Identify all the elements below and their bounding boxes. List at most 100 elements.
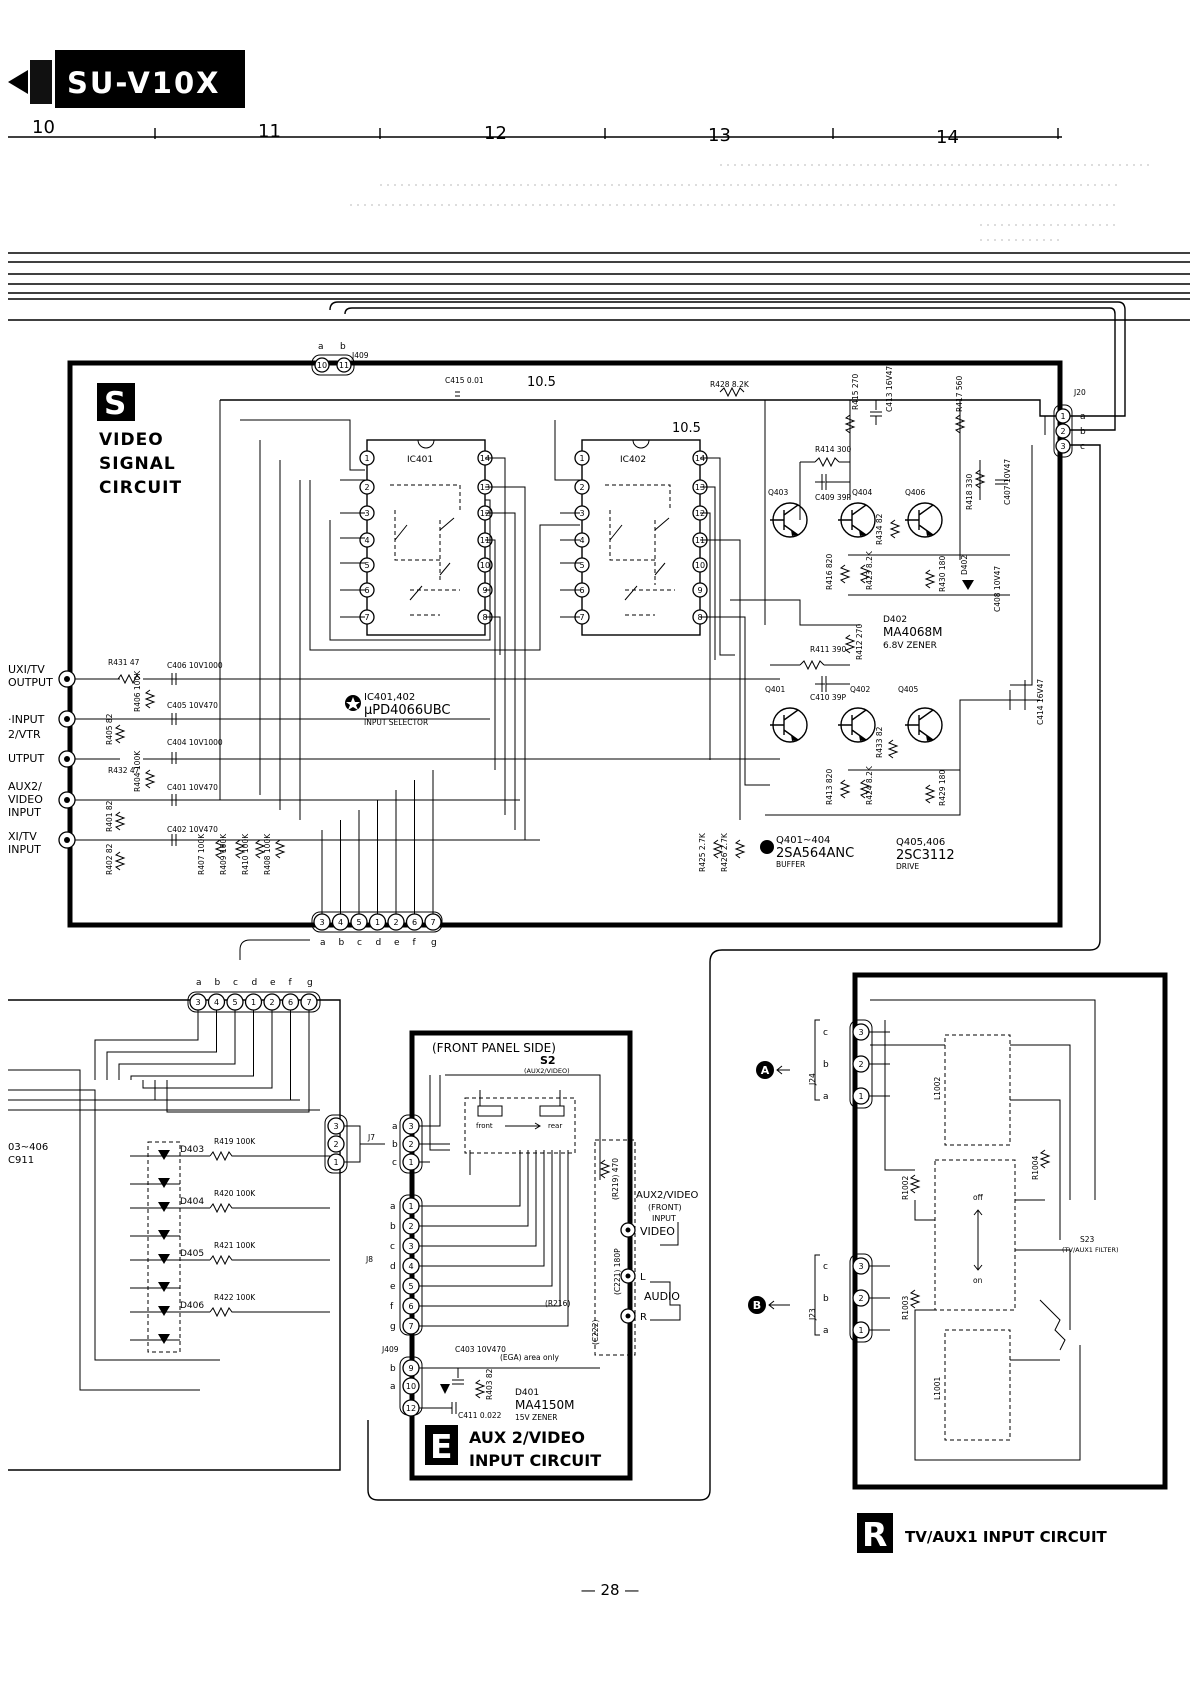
section-r-letter: R <box>862 1515 887 1554</box>
svg-text:b: b <box>339 938 345 948</box>
svg-text:A: A <box>761 1064 770 1077</box>
svg-text:2: 2 <box>858 1060 863 1069</box>
r415-label: R415 270 <box>851 374 860 410</box>
svg-text:R: R <box>640 1312 647 1323</box>
r405-label: R405 82 <box>105 713 114 745</box>
section-s-border <box>67 360 1063 928</box>
connector-j409-top: a b J409 10 11 <box>311 342 369 376</box>
j23-label: J23 <box>808 1308 817 1321</box>
c413-label: C413 16V47 <box>885 366 894 412</box>
lp-text-2: C911 <box>8 1155 34 1166</box>
svg-text:2: 2 <box>1060 427 1065 436</box>
svg-text:2SC3112: 2SC3112 <box>896 848 955 863</box>
svg-text:2: 2 <box>408 1140 413 1149</box>
section-e-letter: E <box>430 1427 453 1466</box>
svg-text:3: 3 <box>408 1242 413 1251</box>
svg-text:1: 1 <box>364 454 369 463</box>
svg-text:DRIVE: DRIVE <box>896 862 919 871</box>
ic401-pin-10: 10 <box>477 557 493 573</box>
svg-text:10: 10 <box>695 561 705 570</box>
upper-amp: R415 270 C413 16V47 R417 560 R414 300 Q4… <box>768 366 1012 651</box>
d401-zener-icon <box>440 1384 450 1394</box>
svg-text:c: c <box>392 1158 397 1168</box>
svg-text:a: a <box>318 342 324 352</box>
svg-text:IC401: IC401 <box>407 455 433 465</box>
supply-label-2: 10.5 <box>672 421 701 436</box>
svg-text:R419 100K: R419 100K <box>214 1137 256 1146</box>
r433-label: R433 82 <box>875 726 884 758</box>
svg-text:2: 2 <box>858 1294 863 1303</box>
c405-label: C405 10V470 <box>167 701 218 710</box>
svg-text:D405: D405 <box>180 1249 204 1259</box>
svg-text:BUFFER: BUFFER <box>776 860 805 869</box>
svg-text:off: off <box>973 1193 984 1202</box>
svg-text:rear: rear <box>548 1122 562 1130</box>
svg-text:a: a <box>823 1092 829 1102</box>
r411-label: R411 390 <box>810 645 846 654</box>
j23-pin-3: 3 <box>852 1257 870 1275</box>
c221-label: (C221) 180P <box>613 1248 622 1295</box>
svg-text:D403: D403 <box>180 1145 204 1155</box>
q402-label: Q402 <box>850 685 870 694</box>
svg-text:J409: J409 <box>351 351 369 360</box>
svg-text:R420 100K: R420 100K <box>214 1189 256 1198</box>
svg-text:2: 2 <box>579 483 584 492</box>
ic401-pin-4: 4 <box>359 532 375 548</box>
svg-text:3: 3 <box>333 1122 338 1131</box>
r417-label: R417 560 <box>955 376 964 412</box>
r426-label: R426 2.7K <box>720 832 729 872</box>
r404-label: R404 100K <box>133 750 142 792</box>
column-11: 11 <box>258 121 281 142</box>
svg-text:c: c <box>823 1028 828 1038</box>
transistor-icon <box>838 707 876 743</box>
svg-text:4: 4 <box>579 536 584 545</box>
r1002-label: R1002 <box>901 1175 910 1200</box>
j8-pin-4: 4 <box>402 1257 420 1275</box>
q406-label: Q406 <box>905 488 925 497</box>
svg-text:VIDEO: VIDEO <box>640 1225 675 1238</box>
svg-text:7: 7 <box>408 1322 413 1331</box>
svg-text:6: 6 <box>579 586 584 595</box>
svg-text:front: front <box>476 1122 493 1130</box>
svg-text:B: B <box>753 1299 761 1312</box>
r1004-label: R1004 <box>1031 1155 1040 1180</box>
svg-text:e: e <box>394 938 400 948</box>
r416-label: R416 820 <box>825 554 834 590</box>
lp-text-1: 03~406 <box>8 1142 48 1153</box>
lower-amp: R411 390 R412 270 Q401 Q402 Q405 C410 39… <box>765 445 1045 816</box>
r216-label: (R216) <box>545 1299 570 1308</box>
svg-text:c: c <box>233 978 238 988</box>
svg-text:5: 5 <box>356 918 361 927</box>
svg-text:d: d <box>376 938 382 948</box>
d401-label-2: MA4150M <box>515 1398 574 1412</box>
c411-label: C411 0.022 <box>458 1411 502 1420</box>
svg-text:f: f <box>289 978 293 988</box>
l1002-label: L1002 <box>933 1077 942 1100</box>
svg-text:b: b <box>1080 427 1086 437</box>
section-e-badge <box>425 1425 458 1465</box>
section-s-title-2: SIGNAL <box>99 454 176 474</box>
svg-text:1: 1 <box>333 1158 338 1167</box>
column-14: 14 <box>936 127 959 148</box>
transistors <box>770 502 943 743</box>
j8-pin-7: 7 <box>402 1317 420 1335</box>
svg-text:a: a <box>392 1122 398 1132</box>
c410-label: C410 39P <box>810 693 846 702</box>
svg-text:9: 9 <box>408 1364 413 1373</box>
lp-pin-5: 5 <box>226 993 244 1011</box>
c222-label: (C222) <box>591 1320 600 1345</box>
transistor-icon <box>905 707 943 743</box>
ic401-pin-5: 5 <box>359 557 375 573</box>
j23-pin-2: 2 <box>852 1289 870 1307</box>
transistor-icon <box>770 707 808 743</box>
ic401-pin-1: 1 <box>359 450 375 466</box>
svg-text:4: 4 <box>214 998 219 1007</box>
c401-label: C401 10V470 <box>167 783 218 792</box>
s-bottom-pin-4: 4 <box>331 913 350 931</box>
